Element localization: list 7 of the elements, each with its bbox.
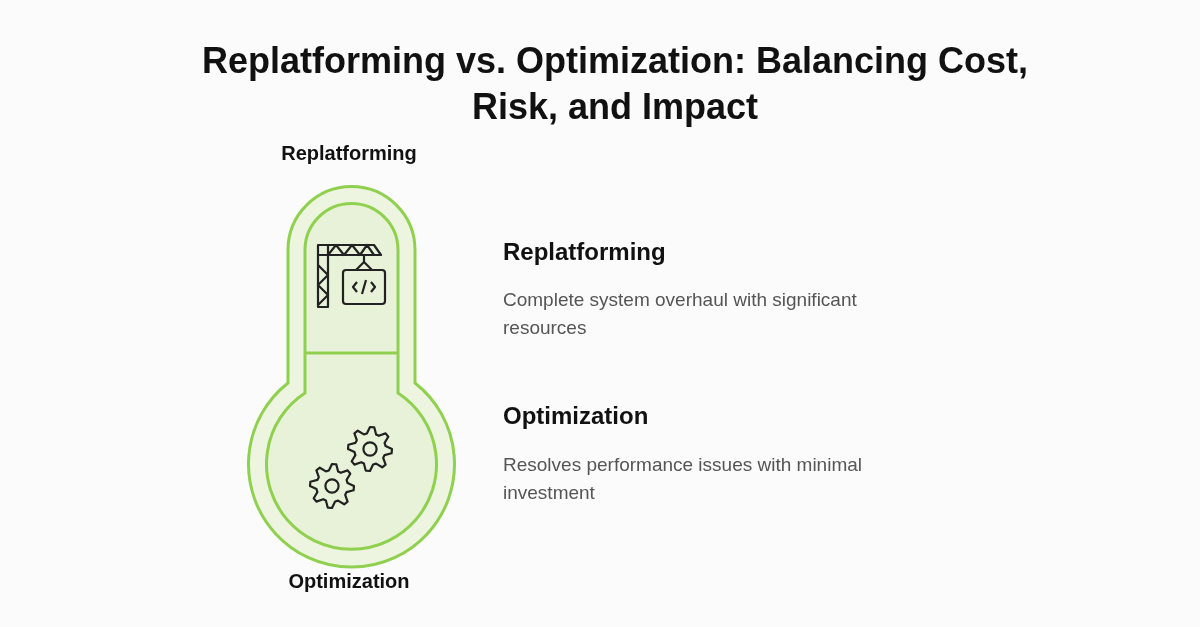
- section-label: Replatforming: [280, 142, 418, 165]
- description-text: Complete system overhaul with significant resources: [503, 288, 858, 340]
- description-text: Resolves performance issues with minimal investment: [503, 453, 863, 505]
- section-heading: Replatforming: [503, 238, 666, 266]
- section-heading: Optimization: [503, 402, 649, 430]
- title: Replatforming vs. Optimization: Balancing Cost, Risk, and Impact: [200, 39, 1030, 129]
- section-label: Optimization: [287, 570, 411, 593]
